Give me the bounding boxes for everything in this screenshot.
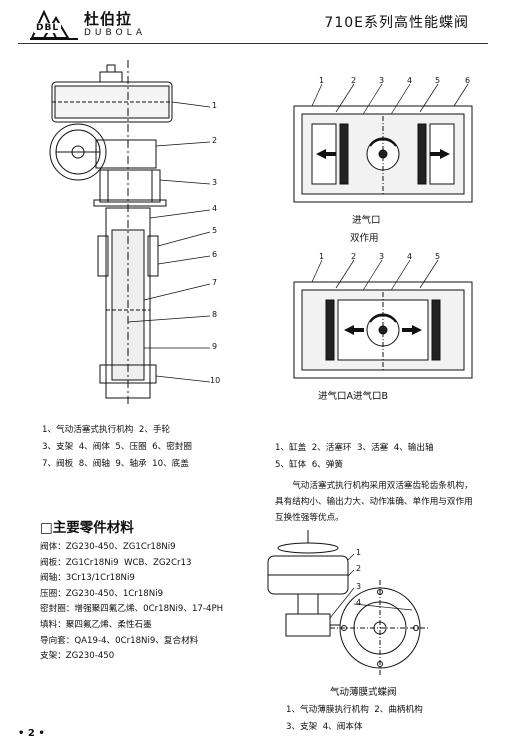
act-bottom-callout-1: 1 — [319, 252, 325, 261]
diaphragm-valve-drawing — [267, 530, 430, 676]
diaphragm-parts-legend: 1、气动薄膜执行机构 2、曲柄机构 3、支架 4、阀本体 — [286, 705, 423, 732]
brand-name-cn: 杜伯拉 — [84, 10, 133, 28]
act-bottom-callout-4: 4 — [407, 252, 413, 261]
act-top-caption-inlet: 进气口 — [352, 215, 381, 226]
valve-callout-5: 5 — [212, 226, 218, 235]
act-top-caption-mode: 双作用 — [350, 233, 379, 244]
valve-callout-7: 7 — [212, 278, 218, 287]
page-number: • 2 • — [18, 728, 45, 739]
logo-text: DBL — [34, 23, 62, 33]
diaphragm-callout-2: 2 — [356, 564, 362, 573]
materials-list: 阀体：ZG230-450、ZG1Cr18Ni9 阀板：ZG1Cr18Ni9 WC… — [40, 542, 224, 662]
valve-callout-8: 8 — [212, 310, 218, 319]
actuator-description: 气动活塞式执行机构采用双活塞齿轮齿条机构，具有结构小、输出力大、动作准确、单作用… — [275, 481, 473, 523]
act-top-callout-5: 5 — [435, 76, 441, 85]
valve-callout-1: 1 — [212, 101, 218, 110]
act-bottom-callout-5: 5 — [435, 252, 441, 261]
header-rule — [18, 43, 488, 44]
diaphragm-callout-3: 3 — [356, 582, 362, 591]
valve-section-drawing — [49, 60, 211, 405]
act-top-callout-1: 1 — [319, 76, 325, 85]
valve-callout-10: 10 — [210, 376, 221, 385]
document-title: 710E系列高性能蝶阀 — [324, 15, 469, 31]
actuator-double-acting-drawing — [293, 83, 473, 203]
act-top-callout-3: 3 — [379, 76, 385, 85]
valve-callout-2: 2 — [212, 136, 218, 145]
valve-callout-6: 6 — [212, 250, 218, 259]
act-bottom-caption: 进气口A进气口B — [318, 391, 389, 402]
materials-heading: □主要零件材料 — [40, 520, 134, 536]
diaphragm-caption: 气动薄膜式蝶阀 — [330, 687, 397, 698]
diaphragm-callout-1: 1 — [356, 548, 362, 557]
act-top-callout-4: 4 — [407, 76, 413, 85]
valve-callout-3: 3 — [212, 178, 218, 187]
valve-parts-legend: 1、气动活塞式执行机构 2、手轮 3、支架 4、阀体 5、压圈 6、密封圈 7、… — [42, 425, 192, 469]
actuator-parts-legend: 1、缸盖 2、活塞环 3、活塞 4、输出轴 5、缸体 6、弹簧 — [275, 443, 434, 470]
valve-callout-4: 4 — [212, 204, 218, 213]
act-bottom-callout-3: 3 — [379, 252, 385, 261]
act-top-callout-2: 2 — [351, 76, 357, 85]
act-bottom-callout-2: 2 — [351, 252, 357, 261]
diaphragm-callout-4: 4 — [356, 598, 362, 607]
valve-callout-9: 9 — [212, 342, 218, 351]
actuator-inlet-ab-drawing — [293, 259, 473, 379]
header: DBL 杜伯拉 DUBOLA 710E系列高性能蝶阀 — [0, 0, 511, 48]
brand-name-en: DUBOLA — [84, 28, 146, 38]
act-top-callout-6: 6 — [465, 76, 471, 85]
